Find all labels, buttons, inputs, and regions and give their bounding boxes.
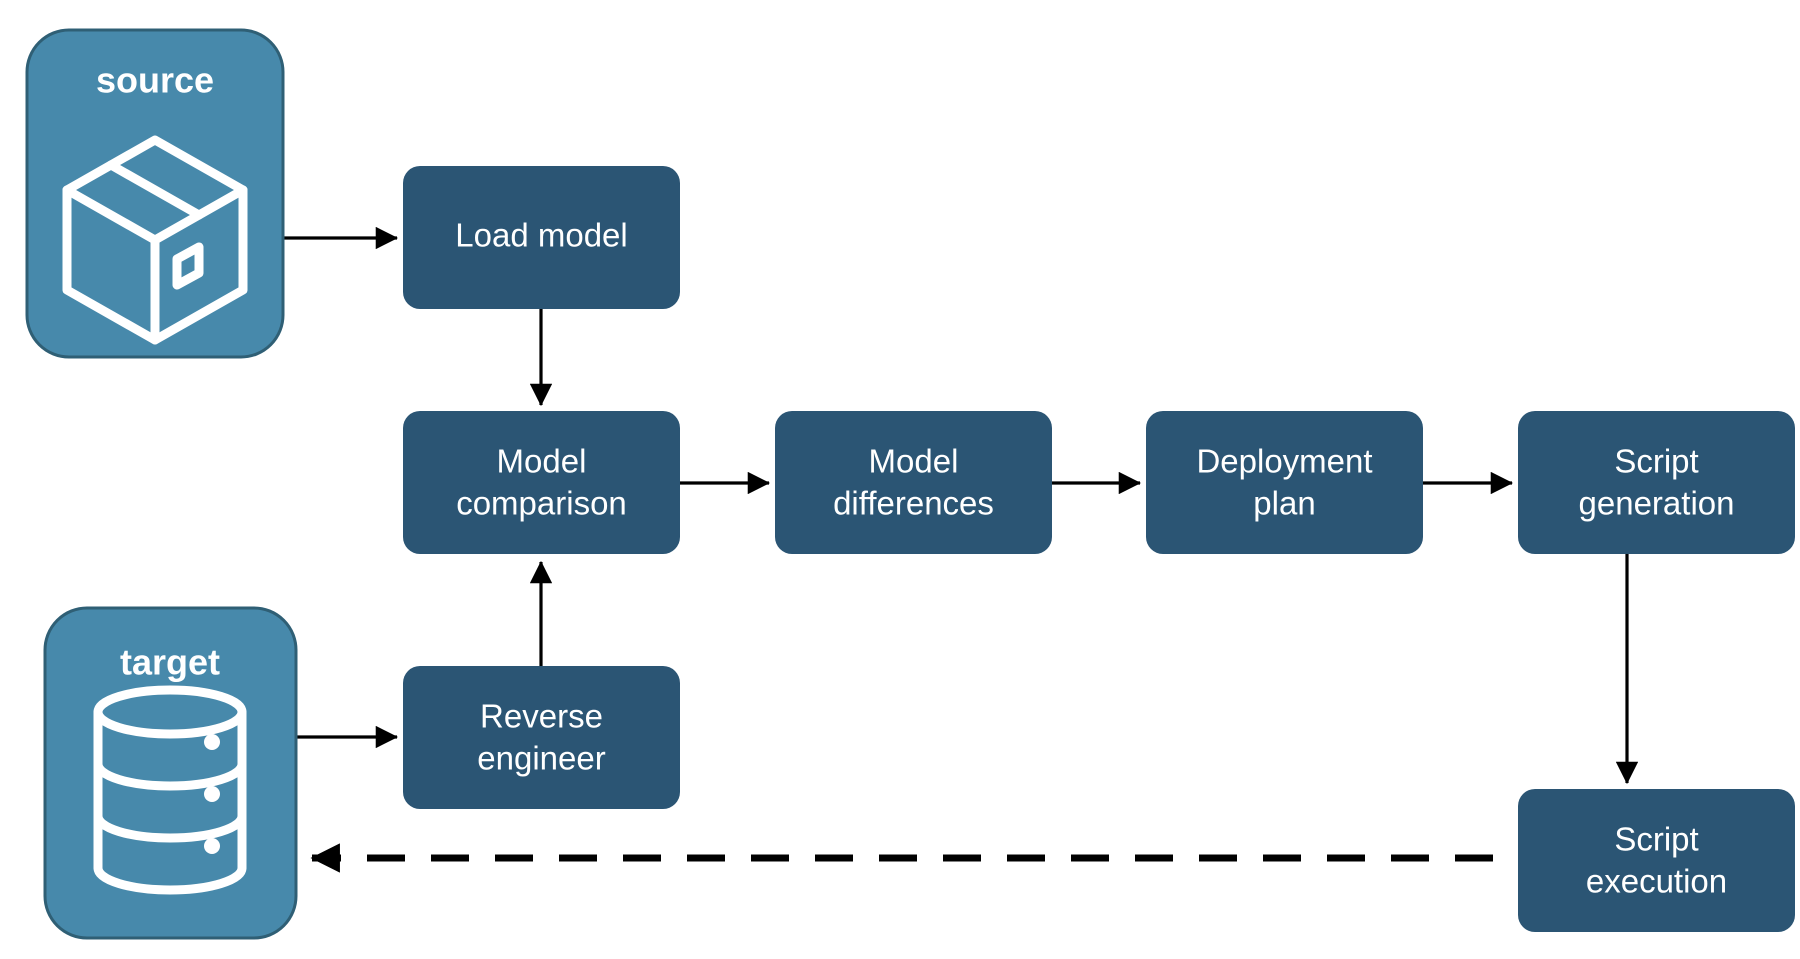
node-source[interactable]: source (25, 28, 285, 359)
node-script-generation[interactable]: Script generation (1518, 411, 1795, 554)
node-script-generation-label-line-1: Script (1614, 443, 1698, 480)
node-model-comparison-label-line-2: comparison (456, 485, 627, 522)
node-script-execution-label-line-2: execution (1586, 863, 1727, 900)
node-target[interactable]: target (43, 606, 298, 940)
node-model-differences[interactable]: Model differences (775, 411, 1052, 554)
node-script-execution-label-line-1: Script (1614, 821, 1698, 858)
node-model-differences-shape (775, 411, 1052, 554)
node-script-execution[interactable]: Script execution (1518, 789, 1795, 932)
node-model-differences-label-line-2: differences (833, 485, 994, 522)
node-deployment-plan-shape (1146, 411, 1423, 554)
node-script-execution-shape (1518, 789, 1795, 932)
db-tier-dot-3 (204, 838, 220, 854)
node-load-model-shape (403, 166, 680, 309)
node-load-model[interactable]: Load model (403, 166, 680, 309)
node-deployment-plan[interactable]: Deployment plan (1146, 411, 1423, 554)
node-reverse-engineer-label-line-2: engineer (477, 740, 605, 777)
node-script-generation-label-line-2: generation (1579, 485, 1735, 522)
node-model-comparison-shape (403, 411, 680, 554)
db-tier-dot-1 (204, 734, 220, 750)
node-reverse-engineer-label-line-1: Reverse (480, 698, 603, 735)
node-reverse-engineer[interactable]: Reverse engineer (403, 666, 680, 809)
node-reverse-engineer-shape (403, 666, 680, 809)
node-script-generation-shape (1518, 411, 1795, 554)
edges-layer (283, 226, 1639, 873)
node-model-comparison-label-line-1: Model (497, 443, 587, 480)
node-load-model-label-line-1: Load model (455, 217, 627, 254)
node-target-label: target (120, 642, 220, 683)
node-target-shape (43, 606, 298, 940)
node-deployment-plan-label-line-2: plan (1253, 485, 1315, 522)
package-box-icon (62, 135, 248, 345)
node-deployment-plan-label-line-1: Deployment (1196, 443, 1372, 480)
node-model-comparison[interactable]: Model comparison (403, 411, 680, 554)
database-cylinder-icon (93, 685, 247, 895)
node-model-differences-label-line-1: Model (869, 443, 959, 480)
db-tier-dot-2 (204, 786, 220, 802)
node-source-label: source (96, 60, 214, 101)
